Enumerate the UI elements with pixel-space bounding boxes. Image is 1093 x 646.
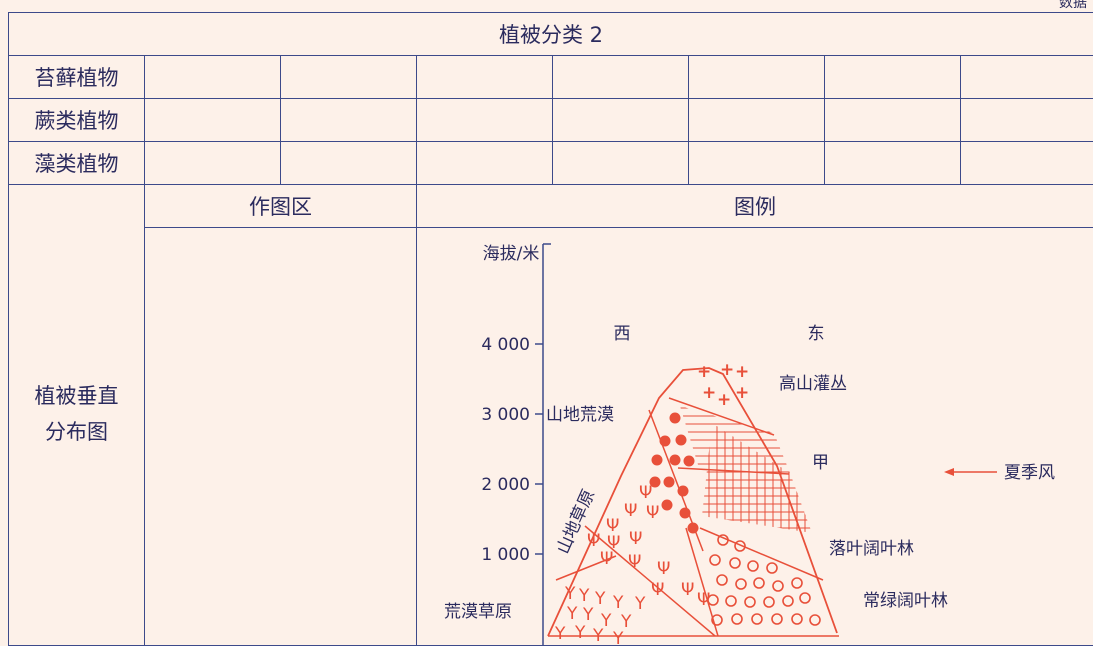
table-row: 蕨类植物 <box>9 99 1093 142</box>
svg-text:Y: Y <box>634 594 646 614</box>
table-cell[interactable] <box>145 56 281 99</box>
svg-text:+: + <box>720 360 734 380</box>
east-label: 东 <box>808 324 825 344</box>
y-tick-label: 1 000 <box>481 545 530 565</box>
zone-boundary <box>700 528 823 580</box>
table-cell[interactable] <box>825 56 961 99</box>
row-label-fern: 蕨类植物 <box>9 99 145 142</box>
svg-text:Ψ: Ψ <box>628 552 641 572</box>
deciduous-hatch <box>680 406 790 473</box>
svg-text:Y: Y <box>566 604 578 624</box>
zone-label-shrub: 高山灌丛 <box>779 374 847 394</box>
zone-label-mountain-desert: 山地荒漠 <box>546 405 614 425</box>
table-cell[interactable] <box>553 56 689 99</box>
table-cell[interactable] <box>281 56 417 99</box>
shrub-symbols: ++ +++ + <box>697 360 749 410</box>
drawing-area-header: 作图区 <box>145 185 417 228</box>
svg-text:Ψ: Ψ <box>657 559 670 579</box>
table-cell[interactable] <box>281 142 417 185</box>
vertical-zonation-diagram: 海拔/米 1 000 2 000 3 000 4 000 <box>417 228 1092 646</box>
svg-text:+: + <box>717 390 731 410</box>
table-cell[interactable] <box>961 99 1093 142</box>
y-tick-label: 2 000 <box>481 475 530 495</box>
svg-text:Ψ: Ψ <box>587 531 600 551</box>
drawing-area[interactable] <box>145 228 417 646</box>
svg-text:Ψ: Ψ <box>681 580 694 600</box>
table-cell[interactable] <box>281 99 417 142</box>
svg-text:Y: Y <box>574 623 586 643</box>
table-cell[interactable] <box>689 99 825 142</box>
svg-text:Y: Y <box>612 593 624 613</box>
svg-text:+: + <box>735 383 749 403</box>
svg-text:Y: Y <box>612 629 624 646</box>
table-cell[interactable] <box>689 56 825 99</box>
svg-text:+: + <box>697 362 711 382</box>
svg-text:Ψ: Ψ <box>651 580 664 600</box>
svg-text:Ψ: Ψ <box>600 549 613 569</box>
svg-text:Ψ: Ψ <box>629 529 642 549</box>
monsoon-arrowhead-icon <box>944 468 954 476</box>
monsoon-label: 夏季风 <box>1004 463 1055 483</box>
svg-text:Y: Y <box>564 584 576 604</box>
table-row: 苔藓植物 <box>9 56 1093 99</box>
table-cell[interactable] <box>825 142 961 185</box>
svg-text:Y: Y <box>594 589 606 609</box>
svg-text:+: + <box>702 383 716 403</box>
evergreen-circles <box>708 535 820 625</box>
svg-text:Y: Y <box>582 605 594 625</box>
table-cell[interactable] <box>553 99 689 142</box>
west-label: 西 <box>614 324 631 344</box>
table-cell[interactable] <box>145 99 281 142</box>
zone-label-evergreen: 常绿阔叶林 <box>863 591 948 611</box>
section-label-text: 植被垂直分布图 <box>32 379 122 450</box>
svg-text:Y: Y <box>554 624 566 644</box>
table-cell[interactable] <box>417 142 553 185</box>
y-axis-label: 海拔/米 <box>483 244 540 264</box>
table-cell[interactable] <box>417 99 553 142</box>
row-label-algae: 藻类植物 <box>9 142 145 185</box>
section-label: 植被垂直分布图 <box>9 185 145 646</box>
table-cell[interactable] <box>553 142 689 185</box>
y-tick-label: 4 000 <box>481 335 530 355</box>
svg-text:Ψ: Ψ <box>639 483 652 503</box>
svg-text:Ψ: Ψ <box>624 501 637 521</box>
table-cell[interactable] <box>689 142 825 185</box>
zone-label-desert-steppe: 荒漠草原 <box>444 602 512 622</box>
row-label-moss: 苔藓植物 <box>9 56 145 99</box>
svg-text:+: + <box>735 362 749 382</box>
svg-text:Y: Y <box>592 626 604 646</box>
table-cell[interactable] <box>825 99 961 142</box>
legend-header: 图例 <box>417 185 1093 228</box>
svg-text:Ψ: Ψ <box>646 503 659 523</box>
table-row: 藻类植物 <box>9 142 1093 185</box>
table-cell[interactable] <box>961 142 1093 185</box>
table-cell[interactable] <box>961 56 1093 99</box>
y-tick-label: 3 000 <box>481 405 530 425</box>
svg-text:Ψ: Ψ <box>697 590 710 610</box>
zone-label-a: 甲 <box>812 453 829 473</box>
table-cell[interactable] <box>417 56 553 99</box>
table-cell[interactable] <box>145 142 281 185</box>
zone-label-deciduous: 落叶阔叶林 <box>829 539 914 559</box>
svg-text:Y: Y <box>578 586 590 606</box>
table-title: 植被分类 2 <box>9 13 1093 56</box>
legend-area: 海拔/米 1 000 2 000 3 000 4 000 <box>417 228 1093 646</box>
corner-fragment-text: 数据 <box>1059 0 1087 12</box>
vegetation-table: 植被分类 2 苔藓植物 蕨类植物 藻类植物 植被垂直分布图 作图区 图例 <box>8 12 1093 646</box>
